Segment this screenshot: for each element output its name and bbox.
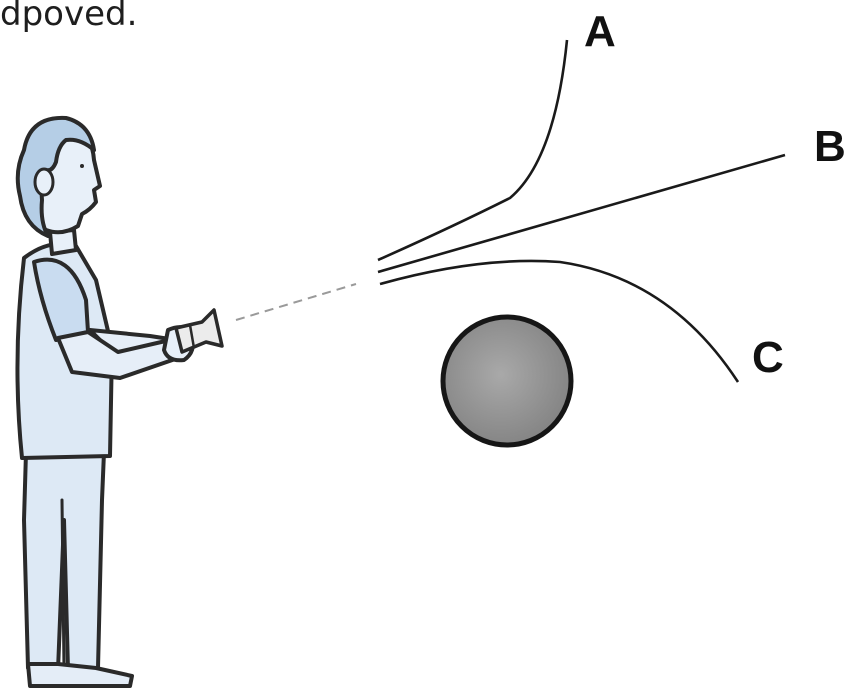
ball-obstacle [440, 314, 574, 448]
person-shoes [26, 662, 134, 688]
person-hair [15, 115, 96, 238]
light-beam-dashed [235, 283, 357, 321]
person-figure [15, 115, 195, 688]
path-a-label: A [584, 7, 616, 56]
flashlight [174, 308, 224, 354]
path-b-label: B [814, 122, 846, 171]
path-b-line [377, 153, 786, 274]
path-c-line [379, 259, 740, 383]
person-legs [22, 450, 106, 672]
person-ear [33, 167, 55, 197]
caption-text: dpoved. [0, 0, 138, 34]
path-c-label: C [752, 333, 784, 382]
person-eye [80, 164, 84, 168]
path-a-line [377, 39, 569, 262]
